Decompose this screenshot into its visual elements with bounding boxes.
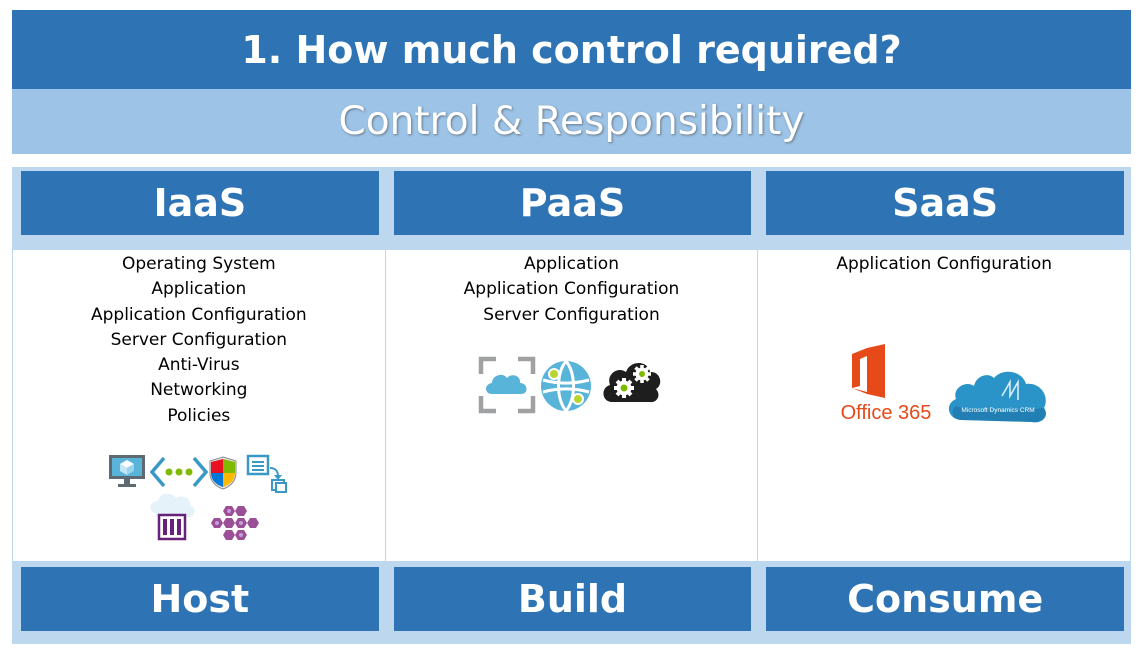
column-heading-paas: PaaS [393, 171, 752, 235]
virtual-network-icon [150, 455, 208, 489]
page-subtitle: Control & Responsibility [12, 89, 1131, 154]
dynamics-crm-text: Microsoft Dynamics CRM [962, 407, 1035, 414]
responsibility-list-paas: Application Application Configuration Se… [386, 252, 758, 328]
column-header-band: PaaS [385, 168, 758, 250]
dynamics-crm-logo: Microsoft Dynamics CRM [942, 366, 1052, 428]
list-item: Application [524, 254, 619, 274]
column-saas: SaaS Application Configuration Office 36… [758, 167, 1132, 644]
list-item: Policies [167, 405, 231, 426]
service-fabric-icon [209, 504, 259, 542]
office-365-text: Office 365 [841, 402, 932, 424]
cloud-gears-icon [600, 354, 664, 408]
list-item: Server Configuration [110, 329, 288, 350]
column-footer-band: Build [385, 561, 758, 643]
column-paas: PaaS Application Application Configurati… [385, 167, 759, 644]
responsibility-list-saas: Application Configuration [758, 252, 1130, 277]
column-footer-build: Build [393, 567, 752, 631]
service-model-grid: IaaS Operating System Application Applic… [12, 167, 1132, 644]
web-app-icon [538, 358, 594, 414]
column-heading-iaas: IaaS [21, 171, 379, 235]
column-footer-band: Consume [758, 561, 1131, 643]
list-item: Application Configuration [463, 279, 680, 300]
office-365-logo: Office 365 [836, 344, 936, 424]
column-footer-consume: Consume [766, 567, 1125, 631]
column-heading-saas: SaaS [766, 171, 1125, 235]
column-footer-host: Host [21, 567, 379, 631]
responsibility-list-iaas: Operating System Application Application… [13, 252, 385, 429]
column-header-band: SaaS [758, 168, 1131, 250]
list-item: Operating System [121, 254, 276, 274]
page-title: 1. How much control required? [12, 10, 1131, 89]
virtual-machine-icon [107, 453, 147, 489]
list-item: Networking [150, 380, 248, 401]
column-footer-band: Host [13, 561, 385, 643]
list-item: Application Configuration [90, 304, 307, 325]
column-header-band: IaaS [13, 168, 385, 250]
storage-copy-icon [246, 454, 290, 494]
list-item: Server Configuration [483, 304, 660, 325]
storage-cloud-icon [146, 491, 198, 541]
cloud-service-icon [478, 356, 536, 414]
list-item: Anti-Virus [158, 355, 240, 376]
security-shield-icon [207, 455, 239, 491]
list-item: Application Configuration [836, 254, 1053, 274]
list-item: Application [151, 279, 247, 300]
column-iaas: IaaS Operating System Application Applic… [12, 167, 386, 644]
